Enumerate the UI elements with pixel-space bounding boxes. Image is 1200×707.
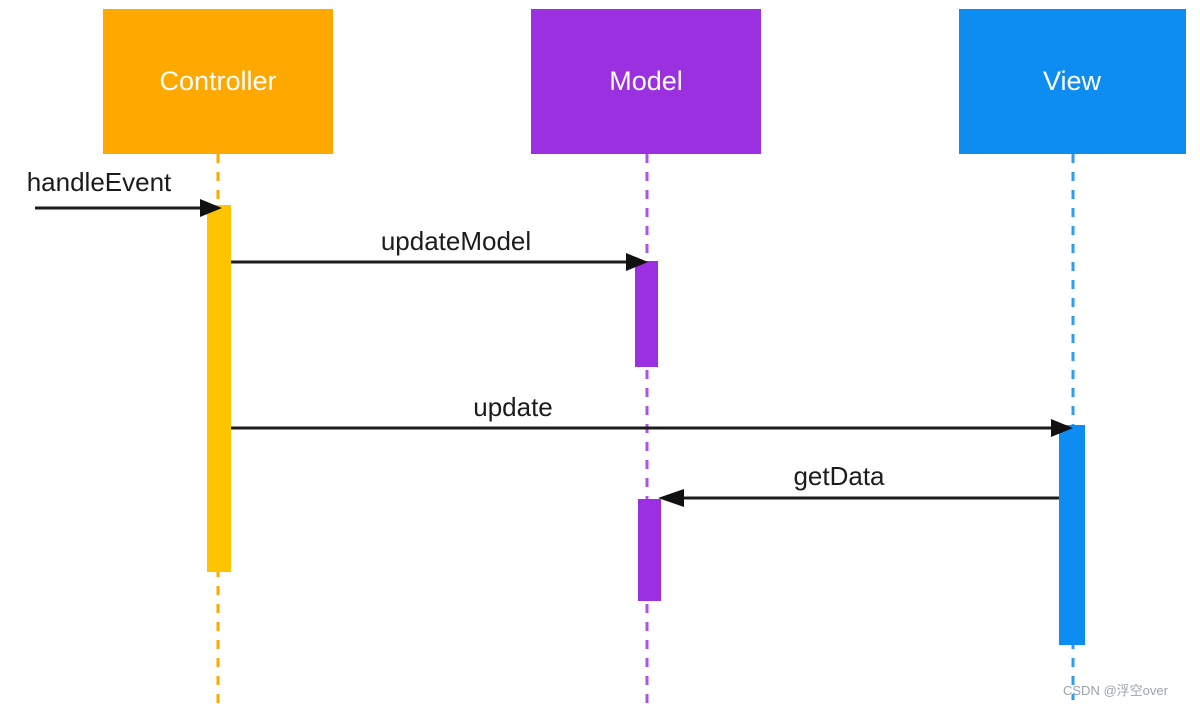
- participant-controller[interactable]: Controller: [103, 9, 333, 154]
- message-update-model[interactable]: updateModel: [231, 226, 648, 271]
- arrow-head-update: [1051, 419, 1073, 437]
- message-label-update-model: updateModel: [381, 226, 531, 256]
- activation-bar-model-2[interactable]: [638, 499, 661, 601]
- message-handle-event[interactable]: handleEvent: [27, 167, 222, 217]
- message-label-update: update: [473, 392, 553, 422]
- arrow-head-update-model: [626, 253, 648, 271]
- participant-label-controller: Controller: [159, 66, 276, 96]
- activation-bar-model-1[interactable]: [635, 261, 658, 367]
- lifelines-group: [216, 154, 1075, 707]
- message-label-get-data: getData: [793, 461, 885, 491]
- message-label-handle-event: handleEvent: [27, 167, 172, 197]
- participant-box-model[interactable]: [531, 9, 761, 154]
- participant-view[interactable]: View: [959, 9, 1186, 154]
- activation-bar-controller[interactable]: [207, 205, 231, 572]
- participant-box-view[interactable]: [959, 9, 1186, 154]
- message-update[interactable]: update: [231, 392, 1073, 437]
- participant-label-model: Model: [609, 66, 683, 96]
- activation-bar-view[interactable]: [1059, 425, 1085, 645]
- participant-label-view: View: [1043, 66, 1102, 96]
- arrow-head-handle-event: [200, 199, 222, 217]
- message-get-data[interactable]: getData: [658, 461, 1059, 507]
- activation-bars-group: [207, 205, 1085, 645]
- participant-box-controller[interactable]: [103, 9, 333, 154]
- arrow-head-get-data: [658, 489, 684, 507]
- watermark-label: CSDN @浮空over: [1063, 683, 1169, 698]
- participant-model[interactable]: Model: [531, 9, 761, 154]
